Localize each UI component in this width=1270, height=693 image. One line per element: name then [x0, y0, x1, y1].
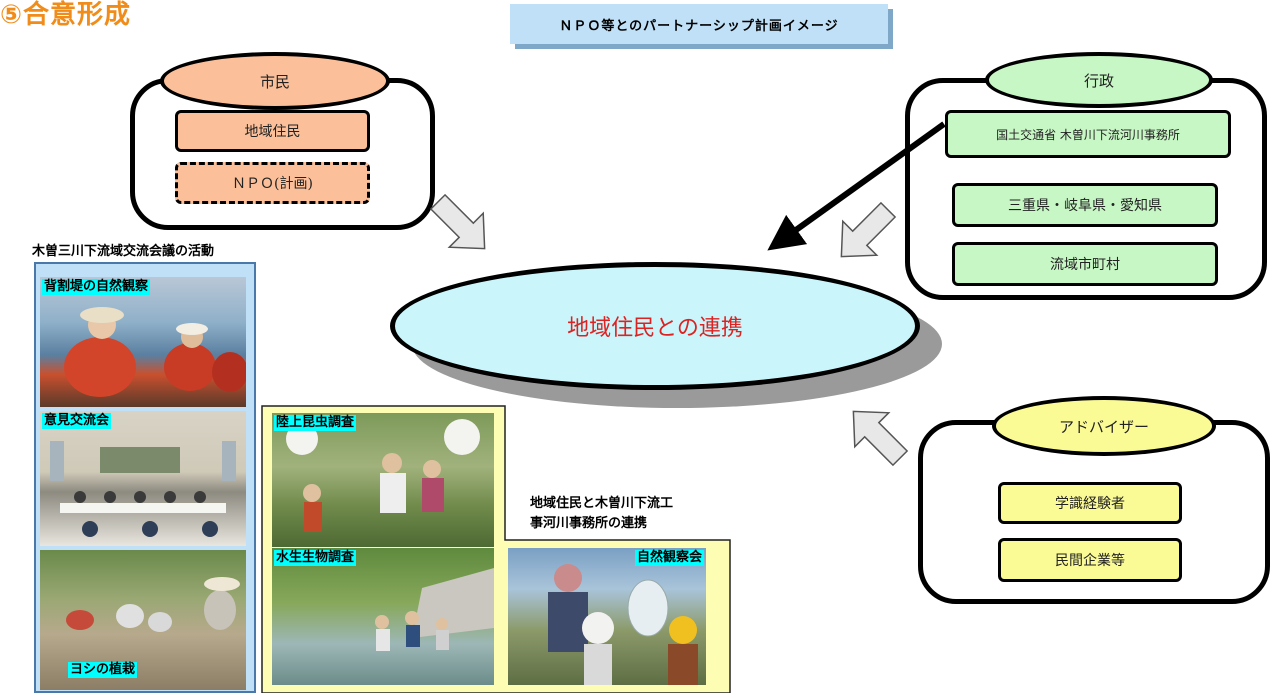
diagram-banner: ＮＰＯ等とのパートナーシップ計画イメージ	[510, 4, 888, 44]
photo-reed-planting: ヨシの植栽	[40, 550, 246, 690]
page-title: ⑤合意形成	[0, 0, 132, 30]
council-activities-label: 木曽三川下流域交流会議の活動	[32, 244, 215, 259]
block-arrow-citizens	[429, 193, 486, 250]
cooperation-label: 地域住民と木曽川下流工 事河川事務所の連携	[530, 494, 673, 534]
government-box-mlit: 国土交通省 木曽川下流河川事務所	[945, 110, 1231, 158]
government-oval: 行政	[985, 52, 1213, 108]
photo-aquatic-survey: 水生生物調査	[272, 548, 494, 685]
caption-levee-observation: 背割堤の自然観察	[42, 279, 151, 295]
block-arrow-government	[840, 201, 897, 258]
nature-observation-illustration	[548, 564, 698, 685]
citizen-box-npo: ＮＰＯ(計画)	[175, 162, 370, 204]
caption-opinion-exchange: 意見交流会	[42, 413, 112, 429]
citizens-oval: 市民	[160, 52, 390, 110]
government-box-municipalities: 流域市町村	[952, 242, 1218, 286]
boat-people-illustration	[64, 307, 246, 397]
advisors-oval: アドバイザー	[992, 396, 1216, 456]
cooperation-label-line1: 地域住民と木曽川下流工	[530, 496, 674, 511]
center-cooperation-oval: 地域住民との連携	[390, 262, 920, 390]
citizen-box-residents: 地域住民	[175, 110, 370, 152]
aquatic-survey-illustration	[375, 568, 494, 651]
caption-nature-observation: 自然観察会	[634, 550, 704, 566]
government-box-prefectures: 三重県・岐阜県・愛知県	[952, 183, 1218, 227]
caption-aquatic-survey: 水生生物調査	[274, 550, 357, 566]
photo-nature-observation: 自然観察会	[508, 548, 706, 685]
photo-opinion-exchange: 意見交流会	[40, 411, 246, 546]
reed-planting-illustration	[66, 577, 240, 632]
insect-survey-illustration	[286, 419, 480, 532]
advisor-box-companies: 民間企業等	[998, 538, 1182, 582]
cooperation-label-line2: 事河川事務所の連携	[530, 516, 648, 531]
meeting-room-illustration	[50, 441, 236, 537]
mlit-link-arrow	[767, 121, 946, 251]
block-arrow-advisors	[852, 410, 909, 467]
caption-insect-survey: 陸上昆虫調査	[274, 415, 357, 431]
caption-reed-planting: ヨシの植栽	[68, 662, 138, 678]
advisor-box-scholars: 学識経験者	[998, 482, 1182, 524]
photo-levee-observation: 背割堤の自然観察	[40, 277, 246, 407]
photo-insect-survey: 陸上昆虫調査	[272, 413, 494, 547]
